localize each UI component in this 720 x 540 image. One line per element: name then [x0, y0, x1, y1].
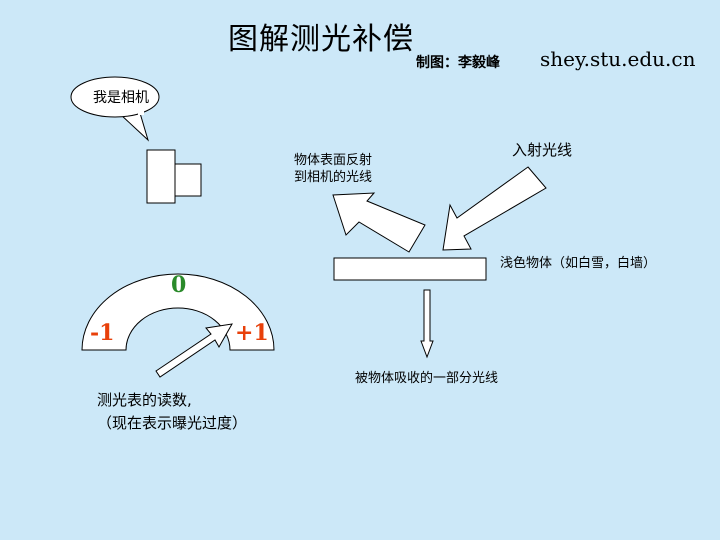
reflected-light-arrow	[332, 192, 426, 253]
reflected-light-label-line2: 到相机的光线	[294, 170, 373, 185]
camera-speech-text: 我是相机	[93, 90, 149, 106]
camera-speech-bubble	[70, 76, 160, 142]
meter-needle	[155, 323, 233, 378]
credit-text: 制图：李毅峰	[416, 55, 500, 71]
meter-scale-max: +1	[235, 320, 269, 346]
incident-light-arrow	[442, 166, 547, 251]
website-text: shey.stu.edu.cn	[540, 47, 696, 71]
incident-light-label: 入射光线	[512, 141, 573, 159]
page-title: 图解测光补偿	[228, 22, 414, 57]
object-label: 浅色物体（如白雪，白墙）	[500, 256, 657, 271]
meter-scale-mid: 0	[171, 272, 187, 298]
absorbed-light-label: 被物体吸收的一部分光线	[355, 371, 499, 386]
meter-scale-min: -1	[90, 320, 115, 346]
light-colored-object	[333, 257, 487, 281]
meter-caption-line2: （现在表示曝光过度）	[97, 414, 248, 432]
camera-icon	[146, 149, 202, 204]
absorbed-light-arrow	[420, 289, 434, 359]
reflected-light-label-line1: 物体表面反射	[294, 153, 373, 168]
meter-caption-line1: 测光表的读数,	[97, 391, 192, 409]
